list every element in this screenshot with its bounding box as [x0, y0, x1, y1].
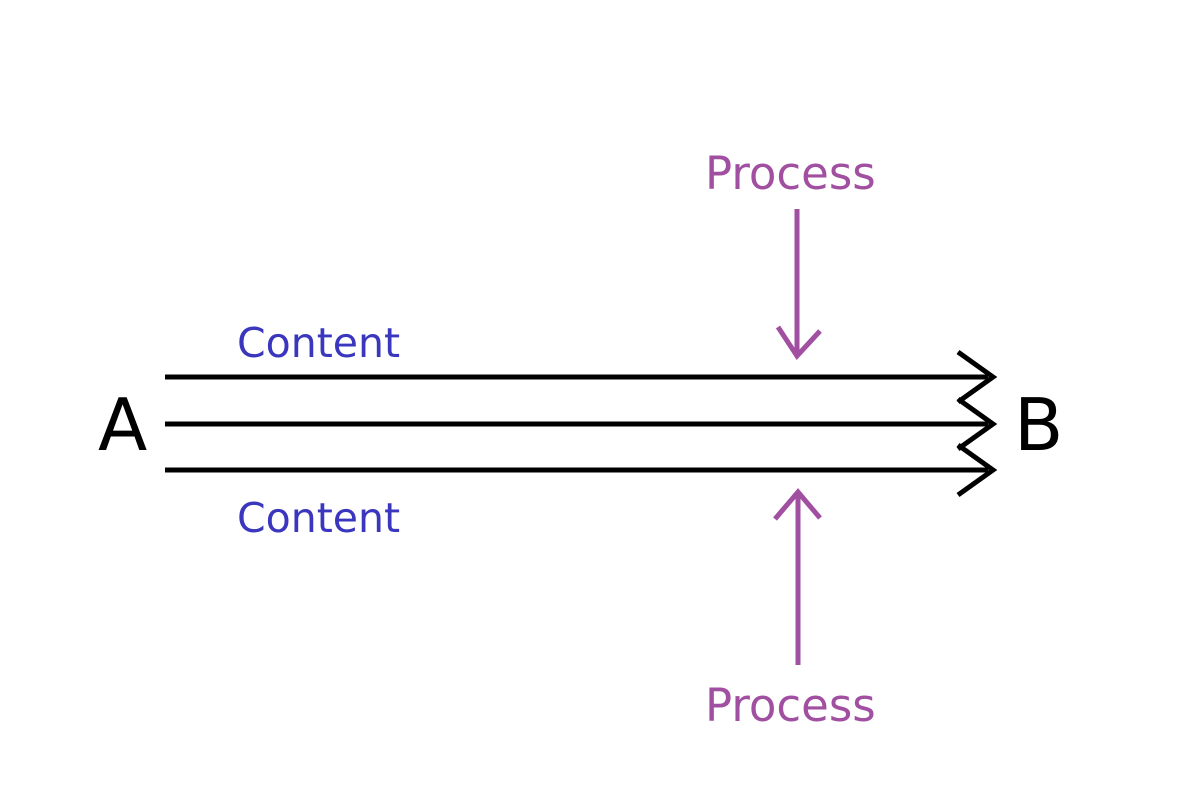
- content-arrowhead-1: [956, 349, 998, 405]
- content-label-bottom: Content: [237, 494, 400, 542]
- process-arrowhead-up: [773, 488, 822, 521]
- content-arrow-group-top: [165, 349, 998, 405]
- content-arrow-group-bottom: [165, 442, 998, 498]
- process-arrowhead-down: [775, 325, 822, 361]
- process-arrow-up: [773, 488, 822, 665]
- content-arrow-group-middle: [165, 396, 998, 452]
- process-label-top: Process: [705, 147, 876, 200]
- content-arrowhead-2: [956, 396, 998, 452]
- process-label-bottom: Process: [705, 679, 876, 732]
- node-label-b: B: [1014, 383, 1063, 467]
- process-arrow-down: [775, 209, 822, 361]
- node-label-a: A: [98, 383, 147, 467]
- content-arrowhead-3: [956, 442, 998, 498]
- content-label-top: Content: [237, 319, 400, 367]
